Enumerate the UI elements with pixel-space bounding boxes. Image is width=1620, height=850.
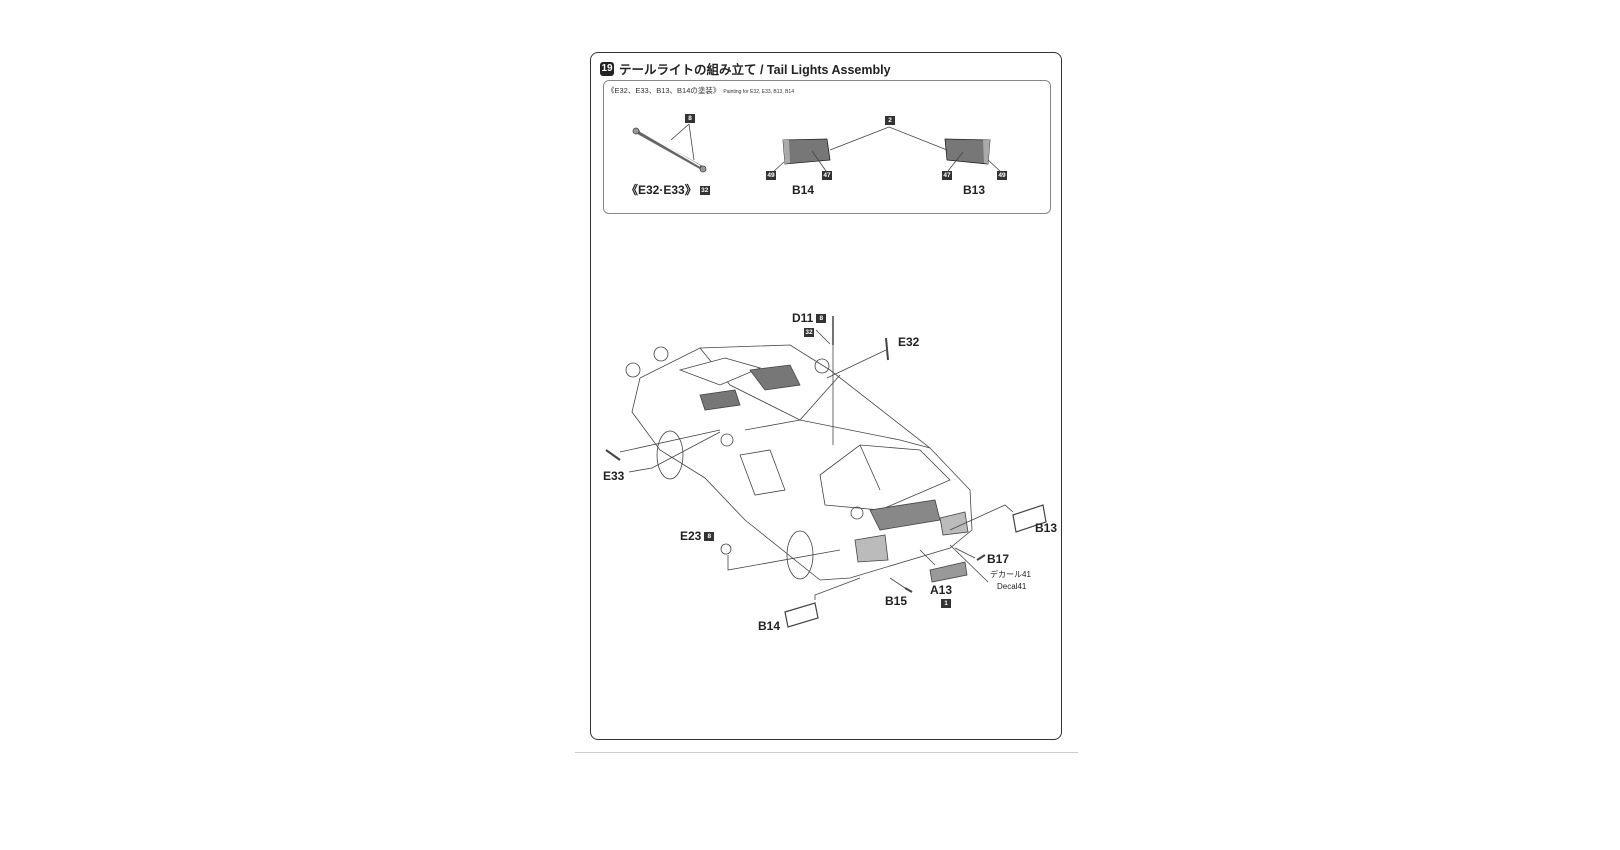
step-title-text: テールライトの組み立て / Tail Lights Assembly (619, 63, 891, 77)
part-label-e23: E23 (680, 529, 702, 543)
color-badge-8: 8 (816, 313, 827, 323)
color-badge-2: 2 (885, 116, 895, 125)
painting-heading-jp: 《E32、E33、B13、B14の塗装》 (607, 86, 721, 95)
decal-number: 41 (1017, 582, 1027, 591)
color-badge-49: 49 (997, 171, 1007, 180)
color-badge-1: 1 (941, 599, 951, 608)
part-label-d11: D11 (792, 311, 814, 325)
part-label-b14: B14 (792, 183, 815, 197)
step-number: 19 (600, 61, 614, 76)
sheet-edge-line (575, 752, 1078, 753)
part-label-b15: B15 (885, 594, 908, 608)
painting-heading: 《E32、E33、B13、B14の塗装》Painting for E32, E3… (607, 86, 794, 97)
part-label-e32-e33-group: 《E32·E33》 32 (626, 183, 710, 197)
step-title: 19 テールライトの組み立て / Tail Lights Assembly (600, 59, 891, 78)
part-label-e23-group: E23 8 (680, 529, 715, 543)
color-badge-32: 32 (699, 185, 710, 195)
decal-label-en: Decal41 (997, 582, 1026, 592)
step-frame (590, 52, 1062, 740)
part-label-b13: B13 (1035, 521, 1058, 535)
color-badge-8: 8 (704, 531, 715, 541)
color-badge-32: 32 (804, 328, 814, 337)
part-label-e33: E33 (603, 469, 625, 483)
color-badge-49: 49 (766, 171, 776, 180)
decal-number: 41 (1022, 570, 1031, 579)
decal-jp-text: デカール (990, 570, 1022, 579)
painting-heading-en: Painting for E32, E33, B13, B14 (723, 89, 794, 95)
part-label-b14: B14 (758, 619, 781, 633)
decal-en-text: Decal (997, 582, 1018, 591)
color-badge-47: 47 (942, 171, 952, 180)
part-label-e32-e33: 《E32·E33》 (626, 183, 697, 197)
part-label-e32: E32 (898, 335, 920, 349)
decal-label-jp: デカール41 (990, 570, 1031, 580)
part-label-b13: B13 (963, 183, 986, 197)
color-badge-47: 47 (822, 171, 832, 180)
part-label-b17: B17 (987, 552, 1010, 566)
color-badge-8: 8 (685, 114, 695, 123)
part-label-d11-group: D11 8 (792, 311, 827, 325)
part-label-a13: A13 (930, 583, 953, 597)
painting-panel (603, 80, 1051, 214)
